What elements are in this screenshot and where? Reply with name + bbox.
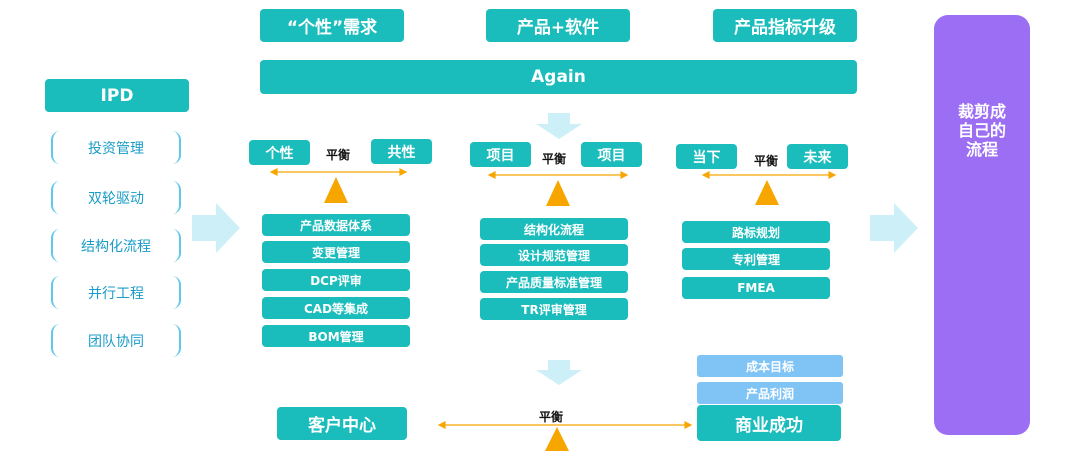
balance2-label: 平衡 [542, 152, 567, 166]
balance1-item: DCP评审 [262, 269, 410, 291]
customer-center-box: 客户中心 [277, 407, 407, 440]
balance2-left: 项目 [470, 142, 531, 167]
balance3-right: 未来 [787, 144, 848, 169]
tailor-own-process-text: 裁剪成 自己的 流程 [958, 102, 1006, 159]
balance1-item: 产品数据体系 [262, 214, 410, 236]
arrow-right-icon [192, 203, 240, 253]
result-line: 裁剪成 [957, 101, 1006, 121]
ipd-item: 投资管理 [51, 131, 181, 164]
balance1-right: 共性 [371, 139, 432, 164]
balance1-label: 平衡 [326, 148, 351, 162]
bottom-balance-label: 平衡 [539, 410, 564, 424]
balance2-item: TR评审管理 [480, 298, 628, 320]
top-box-product-software: 产品+软件 [486, 9, 630, 42]
balance2-item: 产品质量标准管理 [480, 271, 628, 293]
result-line: 自己的 [957, 120, 1006, 140]
balance2-item: 结构化流程 [480, 218, 628, 240]
tailor-own-process-box: 裁剪成 自己的 流程 [934, 15, 1030, 435]
again-bar: Again [260, 60, 857, 94]
balance1-item: 变更管理 [262, 241, 410, 263]
target-box: 成本目标 [697, 355, 843, 377]
fulcrum-triangle [755, 180, 779, 205]
balance1-item: CAD等集成 [262, 297, 410, 319]
balance1-left: 个性 [249, 140, 310, 165]
business-success-box: 商业成功 [697, 405, 841, 441]
arrow-right-icon [870, 203, 918, 253]
fulcrum-triangle [546, 180, 570, 206]
ipd-item: 团队协同 [51, 324, 181, 357]
fulcrum-triangle [545, 427, 569, 451]
balance3-label: 平衡 [754, 154, 779, 168]
result-line: 流程 [965, 139, 998, 159]
balance2-item: 设计规范管理 [480, 244, 628, 266]
ipd-item: 结构化流程 [51, 229, 181, 262]
ipd-item: 并行工程 [51, 276, 181, 309]
balance2-right: 项目 [581, 142, 642, 167]
top-box-personal-demand: “个性”需求 [260, 9, 404, 42]
balance3-item: FMEA [682, 277, 830, 299]
balance3-item: 专利管理 [682, 248, 830, 270]
balance1-item: BOM管理 [262, 325, 410, 347]
arrow-down-icon [536, 113, 582, 139]
arrow-down-icon [536, 360, 582, 385]
top-box-product-metrics: 产品指标升级 [713, 9, 857, 42]
ipd-title: IPD [45, 79, 189, 112]
target-box: 产品利润 [697, 382, 843, 404]
balance3-item: 路标规划 [682, 221, 830, 243]
balance3-left: 当下 [676, 144, 737, 169]
fulcrum-triangle [324, 177, 348, 203]
ipd-item: 双轮驱动 [51, 181, 181, 214]
